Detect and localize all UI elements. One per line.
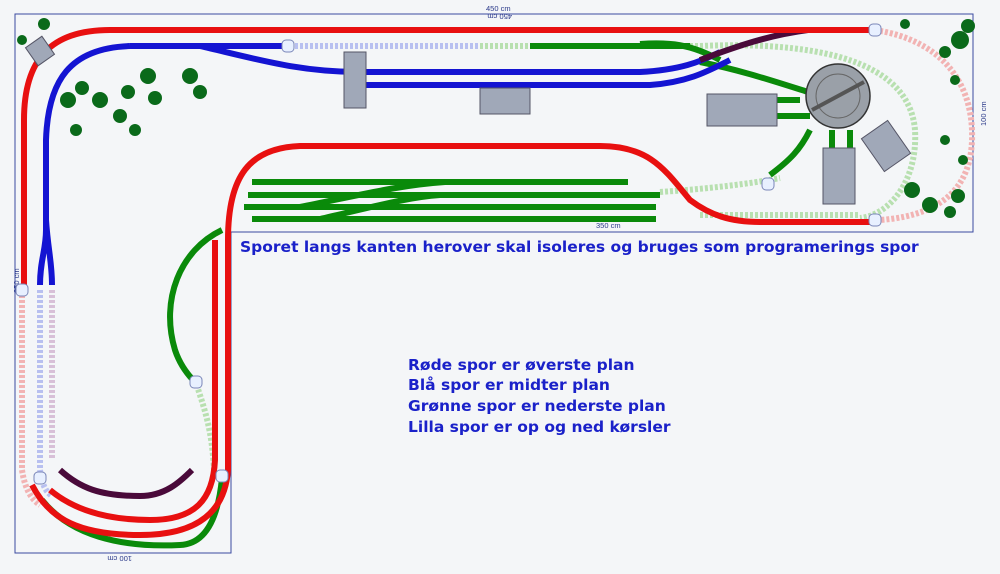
red-track <box>29 143 870 539</box>
turntable-icon <box>805 63 871 129</box>
building-icon <box>343 51 367 109</box>
green-track <box>319 192 441 222</box>
dimension-top-mirrored: 450 cm <box>487 12 512 21</box>
trees <box>17 18 975 218</box>
legend-purple: Lilla spor er op og ned kørsler <box>408 418 671 436</box>
tree-icon <box>939 46 951 58</box>
hidden-green-track <box>659 175 781 195</box>
building-icon <box>822 147 856 205</box>
tree-icon <box>113 109 127 123</box>
tree-icon <box>75 81 89 95</box>
tree-icon <box>92 92 108 108</box>
dimension-inner: 350 cm <box>596 221 621 230</box>
tunnel-portals <box>15 23 882 485</box>
tree-icon <box>904 182 920 198</box>
tunnel-portal-icon <box>281 39 295 53</box>
green-track <box>167 227 224 385</box>
tree-icon <box>193 85 207 99</box>
tree-icon <box>140 68 156 84</box>
tree-icon <box>900 19 910 29</box>
tree-icon <box>922 197 938 213</box>
buildings <box>24 35 912 205</box>
dimension-right: 100 cm <box>979 101 988 126</box>
building-icon <box>860 119 912 173</box>
tunnel-portal-icon <box>868 213 882 227</box>
legend-blue: Blå spor er midter plan <box>408 376 610 394</box>
tree-icon <box>38 18 50 30</box>
red-track <box>48 240 218 524</box>
dimension-left: 250 cm <box>12 268 21 293</box>
tree-icon <box>944 206 956 218</box>
tree-icon <box>17 35 27 45</box>
tree-icon <box>940 135 950 145</box>
green-track <box>699 59 809 95</box>
tunnel-portal-icon <box>15 283 29 297</box>
tunnel-portal-icon <box>33 471 47 485</box>
tree-icon <box>950 75 960 85</box>
tree-icon <box>951 31 969 49</box>
hidden-green-track <box>480 42 919 221</box>
tree-icon <box>961 19 975 33</box>
programming-track-note: Sporet langs kanten herover skal isolere… <box>240 238 919 256</box>
hidden-green-track <box>192 379 217 471</box>
tunnel-portal-icon <box>761 177 775 191</box>
green-track <box>299 179 446 210</box>
legend-green: Grønne spor er nederste plan <box>408 397 666 415</box>
building-icon <box>479 87 531 115</box>
dimension-bottom: 100 cm <box>107 554 132 563</box>
green-track <box>768 128 813 178</box>
dimension-top: 450 cm <box>486 4 511 13</box>
tree-icon <box>148 91 162 105</box>
blue-track <box>43 219 55 286</box>
tree-icon <box>951 189 965 203</box>
hidden-blue-track <box>37 290 54 499</box>
building-icon <box>24 35 56 67</box>
tree-icon <box>958 155 968 165</box>
legend-red: Røde spor er øverste plan <box>408 356 635 374</box>
blue-track <box>360 57 732 88</box>
tunnel-portal-icon <box>868 23 882 37</box>
tree-icon <box>70 124 82 136</box>
tunnel-portal-icon <box>189 375 203 389</box>
tunnel-portal-icon <box>215 469 229 483</box>
tree-icon <box>182 68 198 84</box>
blue-track <box>37 43 131 286</box>
building-icon <box>706 93 778 127</box>
hidden-red-track <box>19 290 42 508</box>
tree-icon <box>129 124 141 136</box>
tree-icon <box>60 92 76 108</box>
red-tracks <box>21 27 875 539</box>
blue-track <box>199 43 722 75</box>
tree-icon <box>121 85 135 99</box>
purple-track <box>57 467 195 500</box>
